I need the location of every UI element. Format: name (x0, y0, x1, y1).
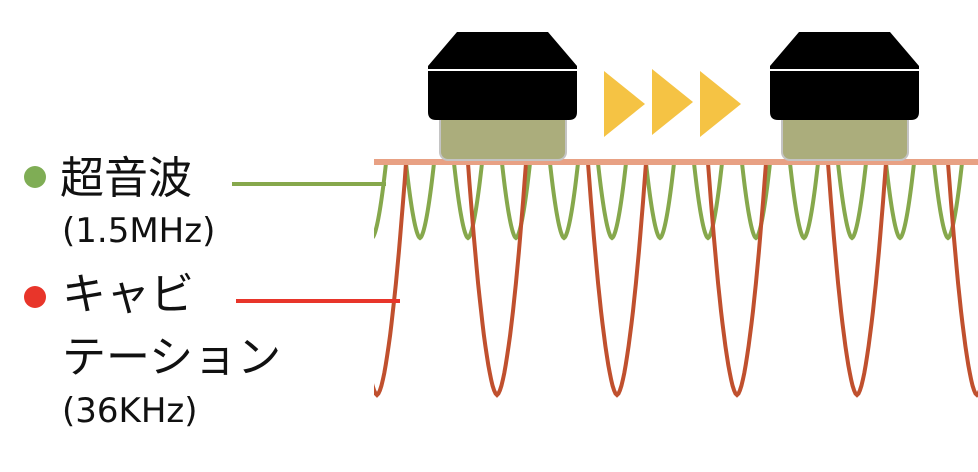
ultrasound-wave-cycle (500, 161, 532, 241)
ultrasound-wave-cycle (740, 161, 772, 241)
ultrasound-wave-cycle (788, 161, 820, 241)
probe-head-start (428, 32, 577, 161)
ultrasound-wave-cycle (692, 161, 724, 241)
cavitation-wave-cycle (706, 161, 768, 398)
arrow-icon (604, 71, 645, 137)
ultrasound-wave-cycle (374, 161, 388, 240)
probe-head-end (770, 32, 919, 161)
cavitation-label-line1: キャビ (62, 269, 194, 320)
arrow-icon (652, 69, 693, 135)
cavitation-wave-cycle (946, 161, 978, 398)
arrow-icon (700, 71, 741, 137)
cavitation-wave-cycle (466, 161, 528, 398)
ultrasound-wave-cycle (932, 161, 964, 241)
cavitation-wave-cycle (586, 161, 648, 398)
waves (374, 161, 978, 398)
cavitation-legend-dot (24, 286, 46, 308)
ultrasound-wave-cycle (452, 161, 484, 241)
cavitation-frequency: (36KHz) (62, 391, 198, 431)
cavitation-wave-cycle (374, 161, 408, 398)
ultrasound-legend-dot (24, 166, 46, 188)
ultrasound-frequency: (1.5MHz) (62, 211, 216, 251)
ultrasound-wave-cycle (884, 161, 916, 241)
cavitation-label-line2: テーション (62, 332, 282, 383)
ultrasound-wave-cycle (644, 161, 676, 241)
ultrasound-label: 超音波 (60, 153, 192, 204)
ultrasound-wave-cycle (596, 161, 628, 241)
ultrasound-wave-cycle (548, 161, 580, 241)
probe-body (770, 32, 919, 120)
cavitation-wave-cycle (826, 161, 888, 398)
ultrasound-wave-cycle (836, 161, 868, 241)
ultrasound-wave-cycle (404, 161, 436, 241)
movement-arrows (604, 69, 741, 137)
probe-body (428, 32, 577, 120)
skin-surface (374, 159, 978, 165)
